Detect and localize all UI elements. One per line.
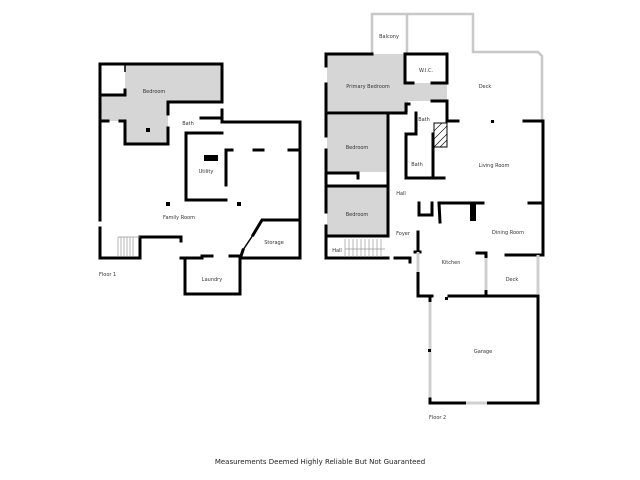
room-label-bedroom-1: Bedroom	[346, 145, 369, 151]
room-label-kitchen: Kitchen	[442, 260, 461, 266]
floor-2-plan: Balcony Primary Bedroom W.I.C. Deck Bath…	[324, 12, 545, 421]
room-label-dining-room: Dining Room	[492, 230, 524, 236]
column	[237, 202, 241, 206]
primary-bedroom-shade	[327, 54, 447, 112]
column	[146, 128, 150, 132]
room-label-hall-lower: Hall	[332, 248, 342, 254]
measurement-disclaimer: Measurements Deemed Highly Reliable But …	[214, 458, 426, 466]
room-label-bath: Bath	[182, 121, 194, 127]
bedroom-1-shade	[327, 115, 387, 172]
room-label-hall-center: Hall	[396, 191, 406, 197]
room-label-primary-bedroom: Primary Bedroom	[346, 84, 390, 90]
floor2-stairs	[344, 239, 385, 257]
floor1-stairs	[117, 236, 140, 256]
room-label-deck-top: Deck	[479, 84, 492, 90]
floor-2-label: Floor 2	[429, 415, 446, 421]
fireplace-hatch	[433, 122, 448, 148]
fireplace	[433, 122, 448, 148]
floor-1-plan: Bedroom Bath Utility Family Room Storage…	[98, 62, 302, 296]
room-label-foyer: Foyer	[396, 231, 411, 237]
room-label-bath-upper: Bath	[418, 117, 430, 123]
floor1-bedroom-shade	[100, 64, 222, 144]
room-label-bedroom: Bedroom	[143, 89, 166, 95]
room-label-deck-small: Deck	[506, 277, 519, 283]
room-label-utility: Utility	[199, 169, 214, 175]
pillar	[470, 203, 476, 221]
utility-fixture	[204, 155, 218, 161]
column	[166, 202, 170, 206]
room-label-wic: W.I.C.	[419, 68, 434, 74]
room-label-bath-lower: Bath	[411, 162, 423, 168]
room-label-garage: Garage	[474, 349, 492, 355]
room-label-balcony: Balcony	[379, 34, 399, 40]
room-label-living-room: Living Room	[479, 163, 510, 169]
room-label-laundry: Laundry	[202, 277, 222, 283]
floor-1-label: Floor 1	[99, 272, 116, 278]
room-label-family-room: Family Room	[163, 215, 195, 221]
bedroom-2-shade	[327, 187, 387, 237]
room-label-storage: Storage	[264, 240, 284, 246]
room-label-bedroom-2: Bedroom	[346, 212, 369, 218]
